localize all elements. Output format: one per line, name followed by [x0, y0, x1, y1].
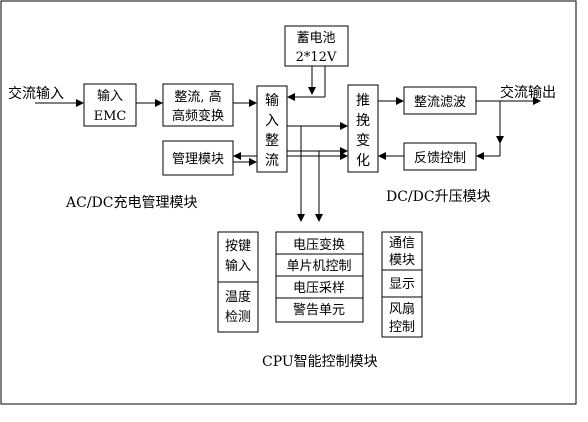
- key-input-label-2: 输入: [225, 258, 251, 274]
- acdc-module-caption: AC/DC充电管理模块: [65, 195, 197, 211]
- input-rectifier-char-4: 流: [265, 153, 279, 169]
- cpu-item-mcu-control: 单片机控制: [286, 259, 351, 274]
- push-pull-box: [347, 84, 379, 173]
- input-emc-label-1: 输入: [97, 88, 123, 104]
- feedback-label: 反馈控制: [414, 151, 466, 166]
- rectifier-hf-label-2: 高频变换: [172, 108, 224, 124]
- temp-detect-box: [217, 281, 259, 333]
- input-rectifier-char-1: 输: [265, 93, 279, 109]
- fan-control-label-1: 风扇: [389, 301, 415, 317]
- rectifier-hf-box: [162, 83, 234, 127]
- rectifier-hf-label-1: 整流, 高: [174, 89, 221, 105]
- input-emc-box: [83, 83, 137, 127]
- temp-detect-label-2: 检测: [225, 310, 251, 325]
- input-rectifier-char-3: 整: [265, 133, 279, 149]
- management-box: [162, 140, 234, 176]
- battery-label-1: 蓄电池: [296, 31, 335, 46]
- cpu-item-voltage-sampling: 电压采样: [293, 281, 345, 296]
- comm-module-label-1: 通信: [389, 236, 415, 251]
- filter-label: 整流滤波: [414, 95, 466, 110]
- fan-control-label-2: 控制: [389, 320, 415, 335]
- ac-input-label: 交流输入: [8, 85, 64, 102]
- cpu-items-box: [275, 231, 364, 323]
- filter-box: [403, 86, 477, 115]
- cpu-item-voltage-conversion: 电压变换: [293, 237, 345, 253]
- battery-box: [284, 25, 349, 67]
- push-pull-char-1: 推: [356, 93, 370, 109]
- cpu-item-warning-unit: 警告单元: [293, 302, 345, 318]
- ac-output-label: 交流输出: [500, 84, 556, 101]
- outer-frame: [0, 0, 577, 405]
- key-input-label-1: 按键: [225, 239, 251, 254]
- input-emc-label-2: EMC: [94, 109, 127, 124]
- cpu-module-caption: CPU智能控制模块: [262, 354, 378, 370]
- comm-module-label-2: 模块: [389, 253, 415, 268]
- push-pull-char-2: 挽: [356, 113, 370, 129]
- display-box: [381, 269, 423, 298]
- display-label: 显示: [389, 277, 415, 292]
- temp-detect-label-1: 温度: [225, 289, 251, 305]
- push-pull-char-4: 化: [356, 153, 370, 169]
- fan-control-box: [381, 296, 423, 338]
- dcdc-module-caption: DC/DC升压模块: [386, 189, 491, 205]
- management-label: 管理模块: [172, 152, 224, 167]
- input-rectifier-box: [256, 85, 288, 173]
- push-pull-char-3: 变: [356, 133, 370, 149]
- input-rectifier-char-2: 入: [265, 113, 279, 129]
- key-input-box: [217, 231, 259, 283]
- battery-label-2: 2*12V: [296, 50, 337, 65]
